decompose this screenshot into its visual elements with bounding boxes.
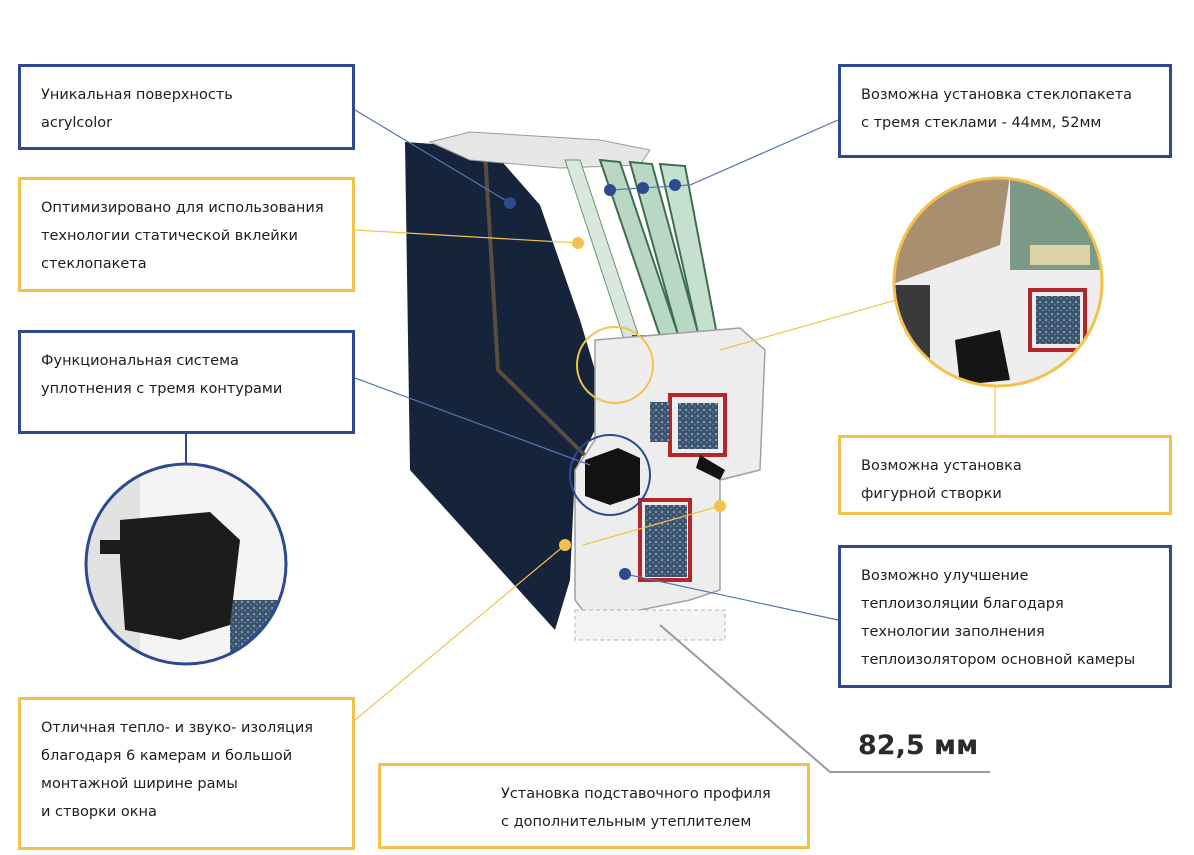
label-seal-system: Функциональная система уплотнения с трем… <box>18 330 355 434</box>
label-static-bonding: Оптимизировано для использования техноло… <box>18 177 355 292</box>
seal-detail-icon <box>84 462 288 666</box>
label-acrylcolor-line-1: Уникальная поверхность <box>41 87 233 103</box>
label-thermal-fill-line-2: теплоизоляции благодаря <box>861 596 1064 612</box>
label-thermal-fill-line-1: Возможно улучшение <box>861 568 1029 584</box>
leader-lines <box>185 109 996 773</box>
label-static-bonding-line-3: стеклопакета <box>41 256 147 272</box>
label-shaped-sash-line-2: фигурной створки <box>861 486 1002 502</box>
label-thermal-fill-line-3: технологии заполнения <box>861 624 1045 640</box>
label-stand-profile-line-2: с дополнительным утеплителем <box>501 814 752 830</box>
label-thermal-fill-line-4: теплоизолятором основной камеры <box>861 652 1136 668</box>
label-acrylcolor: Уникальная поверхность acrylcolor <box>18 64 355 150</box>
label-triple-glazing: Возможна установка стеклопакета с тремя … <box>838 64 1172 158</box>
label-shaped-sash-line-1: Возможна установка <box>861 458 1022 474</box>
label-thermal-fill: Возможно улучшение теплоизоляции благода… <box>838 545 1172 688</box>
label-insulation-line-2: благодаря 6 камерам и большой <box>41 748 293 764</box>
sash-detail-icon <box>892 176 1104 388</box>
label-acrylcolor-line-2: acrylcolor <box>41 115 113 131</box>
markers <box>504 179 726 580</box>
label-seal-system-line-2: уплотнения с тремя контурами <box>41 381 283 397</box>
label-insulation-line-3: монтажной ширине рамы <box>41 776 238 792</box>
label-triple-glazing-line-2: с тремя стеклами - 44мм, 52мм <box>861 115 1102 131</box>
label-static-bonding-line-2: технологии статической вклейки <box>41 228 298 244</box>
label-insulation: Отличная тепло- и звуко- изоляция благод… <box>18 697 355 850</box>
window-profile-icon <box>405 131 766 641</box>
label-stand-profile: Установка подставочного профиля с дополн… <box>378 763 810 849</box>
label-stand-profile-line-1: Установка подставочного профиля <box>501 786 771 802</box>
label-insulation-line-4: и створки окна <box>41 804 157 820</box>
label-static-bonding-line-1: Оптимизировано для использования <box>41 200 324 216</box>
label-triple-glazing-line-1: Возможна установка стеклопакета <box>861 87 1133 103</box>
label-shaped-sash: Возможна установка фигурной створки <box>838 435 1172 515</box>
label-insulation-line-1: Отличная тепло- и звуко- изоляция <box>41 720 313 736</box>
dimension-label: 82,5 мм <box>858 730 979 761</box>
label-seal-system-line-1: Функциональная система <box>41 353 239 369</box>
